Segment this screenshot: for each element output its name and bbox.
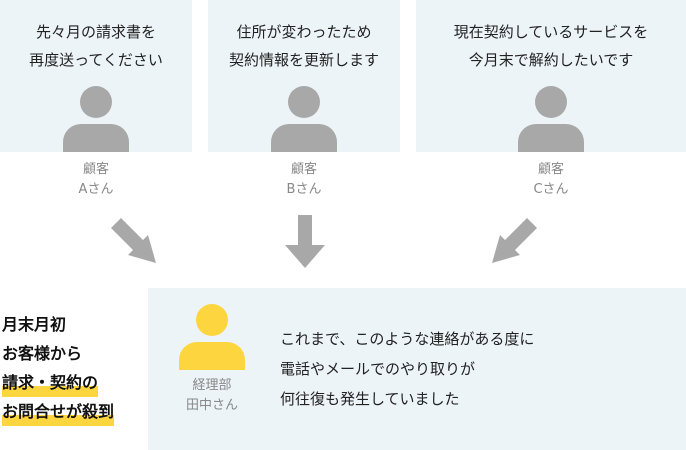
label-line: 顧客: [537, 162, 564, 177]
request-line: 現在契約しているサービスを: [453, 23, 649, 41]
callout-line-highlight: お問合せが殺到: [2, 397, 115, 426]
arrow-down-right-icon: [111, 218, 156, 263]
staff-panel: 経理部田中さん これまで、このような連絡がある度に 電話やメールでのやり取りが …: [148, 288, 686, 450]
message-line: これまで、このような連絡がある度に: [280, 330, 535, 348]
label-line: 田中さん: [185, 398, 238, 413]
callout-line-highlight: 請求・契約の: [2, 368, 99, 397]
person-icon: [271, 86, 337, 152]
request-line: 契約情報を更新します: [228, 51, 379, 69]
person-icon: [518, 86, 584, 152]
callout-line: 月末月初: [2, 315, 67, 334]
staff-message: これまで、このような連絡がある度に 電話やメールでのやり取りが 何往復も発生して…: [280, 324, 534, 414]
customer-a-request: 先々月の請求書を再度送ってください: [0, 18, 192, 74]
message-line: 何往復も発生していました: [280, 390, 460, 408]
staff-label: 経理部田中さん: [152, 376, 272, 416]
label-line: 顧客: [82, 162, 109, 177]
customer-c-request: 現在契約しているサービスを今月末で解約したいです: [416, 18, 686, 74]
label-line: 経理部: [192, 378, 232, 393]
arrow-down-icon: [285, 215, 325, 268]
callout-text: 月末月初 お客様から 請求・契約の お問合せが殺到: [2, 310, 115, 426]
request-line: 再度送ってください: [29, 51, 163, 69]
customer-b-panel: 住所が変わったため契約情報を更新します: [208, 0, 400, 152]
request-line: 今月末で解約したいです: [468, 51, 634, 69]
request-line: 住所が変わったため: [236, 23, 372, 41]
customer-c-label: 顧客 Cさん: [491, 160, 611, 200]
label-line: Bさん: [286, 182, 322, 197]
customer-b-request: 住所が変わったため契約情報を更新します: [208, 18, 400, 74]
callout-line: お客様から: [2, 344, 83, 363]
label-line: Cさん: [533, 182, 569, 197]
customer-a-panel: 先々月の請求書を再度送ってください: [0, 0, 192, 152]
message-line: 電話やメールでのやり取りが: [280, 360, 476, 378]
customer-c-panel: 現在契約しているサービスを今月末で解約したいです: [416, 0, 686, 152]
request-line: 先々月の請求書を: [35, 23, 156, 41]
arrow-down-left-icon: [492, 218, 537, 263]
person-icon: [63, 86, 129, 152]
customer-b-label: 顧客 Bさん: [244, 160, 364, 200]
label-line: Aさん: [78, 182, 114, 197]
customer-a-label: 顧客 Aさん: [36, 160, 156, 200]
label-line: 顧客: [290, 162, 317, 177]
person-icon: [179, 304, 245, 370]
